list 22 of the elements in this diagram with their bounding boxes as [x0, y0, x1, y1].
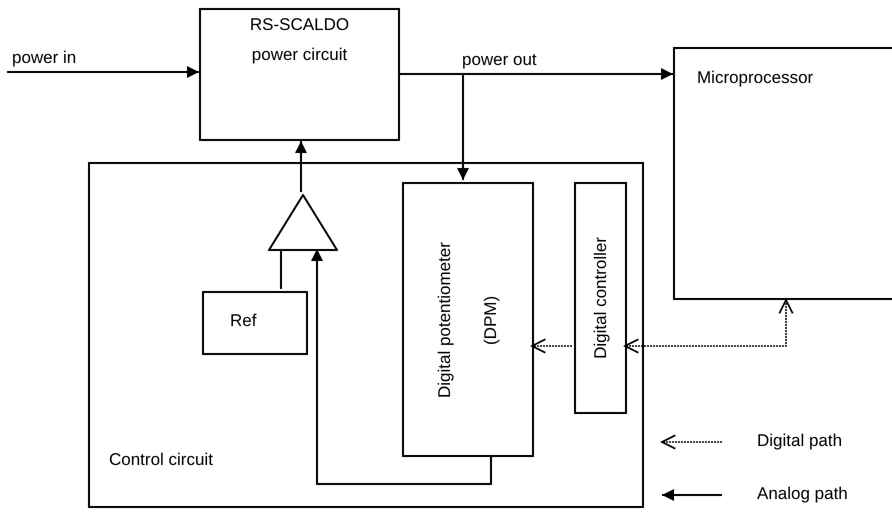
- analog-path-arrow: [7, 66, 199, 78]
- analog-path-arrow: [400, 73, 469, 180]
- legend-label: Analog path: [757, 484, 848, 504]
- digital-potentiometer-box: [402, 182, 534, 457]
- edge-label: power in: [10, 48, 78, 68]
- digital-controller-box: [574, 182, 627, 414]
- microprocessor-box: [673, 47, 892, 300]
- analog-path-arrow: [295, 141, 307, 192]
- control-circuit-box: [88, 162, 644, 508]
- power-circuit-box: [199, 8, 400, 141]
- analog-path-arrow: [311, 249, 492, 485]
- box-title: Control circuit: [109, 450, 213, 470]
- box-label: Digital potentiometer (DPM): [434, 240, 501, 400]
- digital-path-arrow: [531, 338, 572, 354]
- reference-box: [202, 291, 308, 355]
- digital-path-arrow: [624, 299, 794, 354]
- box-label: Digital controller: [590, 237, 610, 359]
- box-label: Microprocessor: [696, 67, 814, 89]
- box-label: RS-SCALDO power circuit: [248, 14, 350, 66]
- box-label: Ref: [229, 310, 256, 332]
- amplifier-symbol: [268, 194, 338, 251]
- legend-label: Digital path: [757, 431, 842, 451]
